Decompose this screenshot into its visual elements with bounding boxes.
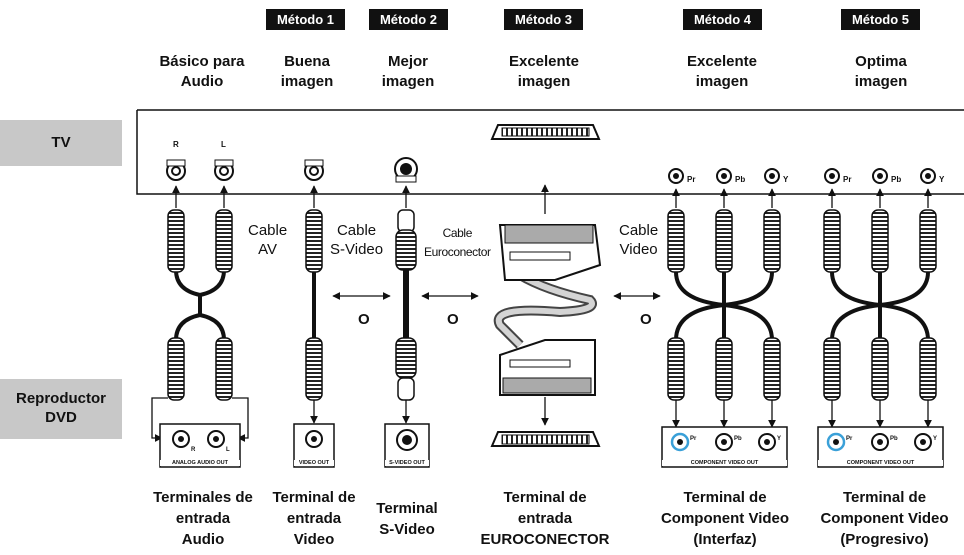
tv-port-pr-2 [824, 168, 840, 184]
tv-port-label-r: R [173, 140, 179, 149]
component-cable-2 [823, 209, 937, 401]
component-cable-1 [667, 209, 781, 401]
bottom-label-svideo: Terminal S-Video [376, 500, 438, 538]
heading-method-2: Mejor imagen [381, 53, 435, 90]
tv-port-svideo [394, 157, 418, 183]
tv-port-pb-2 [872, 168, 888, 184]
cable-label-svideo: Cable S-Video [330, 222, 384, 258]
tv-port-label-y-2: Y [939, 175, 945, 184]
scart-cable [493, 224, 602, 396]
bottom-label-audio: Terminales de entrada Audio [153, 489, 253, 548]
dvd-port-label-pr-1: Pr [690, 436, 697, 442]
tv-port-label-l: L [221, 140, 226, 149]
dvd-box-label-svideo: S-VIDEO OUT [385, 460, 429, 466]
dvd-port-label-pb-2: Pb [890, 436, 898, 442]
tv-port-pb-1 [716, 168, 732, 184]
dvd-audio-out-box [159, 423, 241, 468]
or-label-1: O [358, 311, 370, 328]
dvd-scart-socket [490, 431, 601, 447]
dvd-video-out-box [293, 423, 335, 468]
method-1-badge: Método 1 [266, 9, 345, 30]
dvd-port-label-y-2: Y [933, 436, 938, 442]
tv-port-y-2 [920, 168, 936, 184]
tv-port-label-pb-1: Pb [735, 175, 746, 184]
av-cable [305, 209, 323, 401]
tv-port-label-y-1: Y [783, 175, 789, 184]
method-4-badge: Método 4 [683, 9, 762, 30]
tv-label: TV [0, 120, 122, 166]
dvd-port-label-l: L [226, 447, 230, 453]
tv-port-audio-r [166, 159, 186, 181]
dvd-box-label-audio: ANALOG AUDIO OUT [160, 460, 240, 466]
audio-cable [167, 209, 233, 401]
bottom-label-component-1: Terminal de Component Video (Interfaz) [660, 489, 790, 548]
tv-scart-socket [490, 124, 601, 140]
tv-port-pr-1 [668, 168, 684, 184]
dvd-player-label: Reproductor DVD [0, 379, 122, 439]
dvd-box-label-component-2: COMPONENT VIDEO OUT [818, 460, 943, 466]
method-3-badge: Método 3 [504, 9, 583, 30]
heading-method-4: Excelente imagen [686, 53, 758, 90]
tv-port-label-pr-2: Pr [843, 175, 852, 184]
heading-method-5: Optima imagen [854, 53, 908, 90]
tv-port-label-pb-2: Pb [891, 175, 902, 184]
dvd-box-label-component-1: COMPONENT VIDEO OUT [662, 460, 787, 466]
dvd-port-label-pb-1: Pb [734, 436, 742, 442]
dvd-svideo-out-box [384, 423, 430, 468]
method-5-badge: Método 5 [841, 9, 920, 30]
tv-panel [136, 109, 964, 195]
method-2-badge: Método 2 [369, 9, 448, 30]
cable-label-video: Cable Video [619, 222, 659, 258]
heading-basic-audio: Básico para Audio [159, 53, 245, 90]
tv-port-video [304, 159, 324, 181]
tv-port-y-1 [764, 168, 780, 184]
dvd-port-label-r: R [191, 447, 196, 453]
bottom-label-video: Terminal de entrada Video [272, 489, 356, 548]
heading-method-3: Excelente imagen [508, 53, 580, 90]
dvd-port-label-y-1: Y [777, 436, 782, 442]
cable-label-av: Cable AV [248, 222, 288, 258]
cable-label-scart: Cable Euroconector [424, 226, 491, 259]
or-label-2: O [447, 311, 459, 328]
bottom-label-scart: Terminal de entrada EUROCONECTOR [480, 489, 610, 548]
svideo-cable [395, 209, 417, 401]
dvd-port-label-pr-2: Pr [846, 436, 853, 442]
bottom-label-component-2: Terminal de Component Video (Progresivo) [820, 489, 949, 548]
tv-port-audio-l [214, 159, 234, 181]
or-label-3: O [640, 311, 652, 328]
dvd-box-label-video: VIDEO OUT [294, 460, 334, 466]
heading-method-1: Buena imagen [280, 53, 334, 90]
tv-port-label-pr-1: Pr [687, 175, 696, 184]
